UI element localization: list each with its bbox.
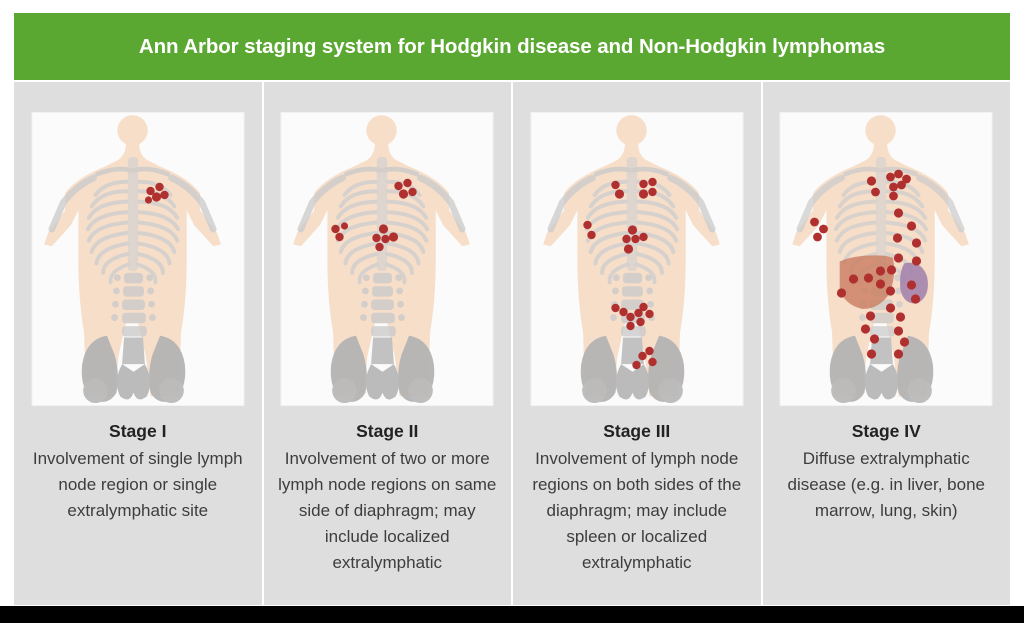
stage-4-illustration [780,113,992,405]
stage-3-title: Stage III [603,421,671,441]
stage-1-caption: Stage I Involvement of single lymph node… [24,418,252,524]
lymph-node-markers-2 [331,178,417,252]
stage-column-1: Stage I Involvement of single lymph node… [14,82,262,605]
stage-3-caption: Stage III Involvement of lymph node regi… [523,418,751,575]
stage-column-2: Stage II Involvement of two or more lymp… [261,82,512,605]
stage-4-title: Stage IV [851,421,921,441]
stage-column-3: Stage III Involvement of lymph node regi… [511,82,761,605]
page-title: Ann Arbor staging system for Hodgkin dis… [138,34,886,58]
stage-2-description: Involvement of two or more lymph node re… [278,449,497,572]
stage-panel-strip: Stage I Involvement of single lymph node… [14,82,1010,605]
stage-2-illustration [281,113,493,405]
lymph-node-markers-1 [144,182,169,204]
bottom-black-bar [0,606,1024,623]
stage-4-description: Diffuse extralymphatic disease (e.g. in … [787,449,985,520]
stage-1-description: Involvement of single lymph node region … [32,449,243,520]
torso-skeleton-svg-1 [32,113,244,405]
torso-skeleton-svg-4 [780,113,992,405]
lymph-node-markers-4 [810,169,922,359]
stage-4-caption: Stage IV Diffuse extralymphatic disease … [773,418,1001,524]
lymph-node-markers-3 [583,177,657,370]
stage-1-illustration [32,113,244,405]
figure-title-bar: Ann Arbor staging system for Hodgkin dis… [14,13,1010,80]
stage-3-illustration [531,113,743,405]
stage-2-caption: Stage II Involvement of two or more lymp… [274,418,502,575]
torso-skeleton-svg-2 [281,113,493,405]
stage-3-description: Involvement of lymph node regions on bot… [532,449,742,572]
stage-1-title: Stage I [109,421,167,441]
stage-2-title: Stage II [356,421,419,441]
stage-column-4: Stage IV Diffuse extralymphatic disease … [760,82,1011,605]
torso-skeleton-svg-3 [531,113,743,405]
